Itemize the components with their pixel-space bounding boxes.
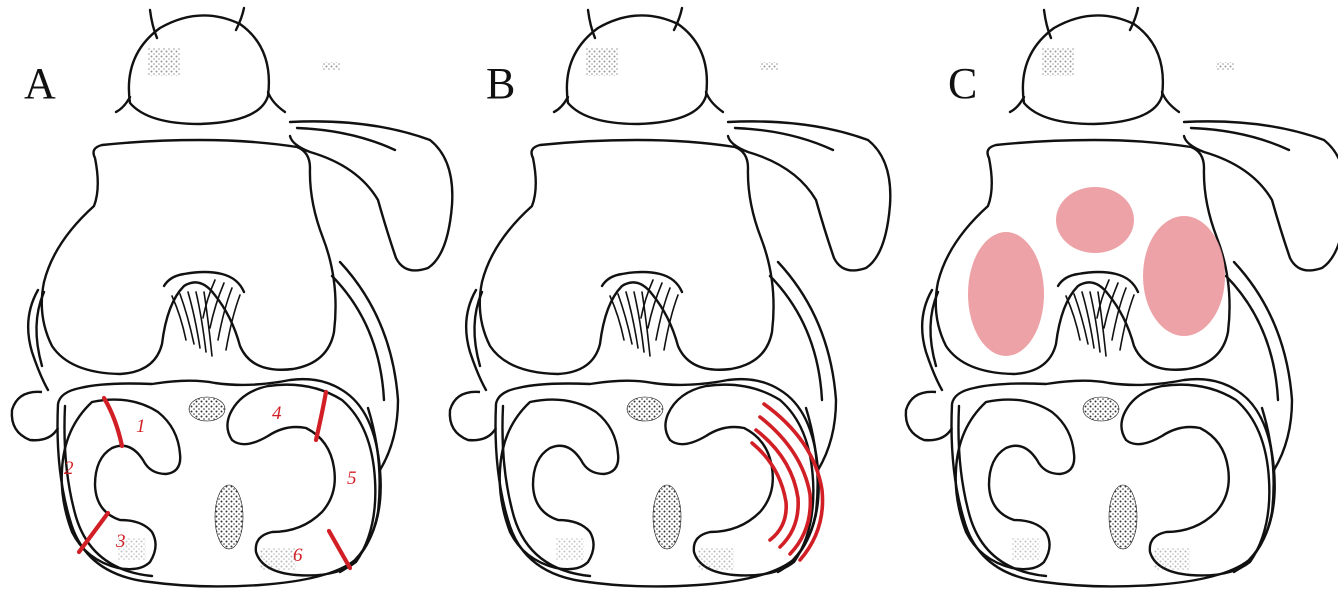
zone-boundary-1-2 (104, 398, 122, 446)
zone-label-2: 2 (64, 458, 74, 479)
zone-label-4: 4 (272, 403, 282, 424)
zone-boundary-4-5 (316, 392, 326, 440)
zone-label-6: 6 (293, 545, 303, 566)
contact-area-medial (968, 232, 1044, 356)
panel-letter-a: A (24, 59, 56, 108)
zone-label-3: 3 (115, 531, 126, 552)
panel-letter-c: C (948, 59, 977, 108)
contact-area-patellar (1056, 187, 1134, 253)
panel-letter-b: B (486, 59, 515, 108)
knee-drawing-a (12, 8, 453, 586)
panel-a: A 1 2 3 4 5 6 (12, 8, 453, 586)
panel-b: B (450, 8, 891, 586)
zone-label-5: 5 (347, 468, 357, 489)
zone-label-1: 1 (136, 416, 146, 437)
contact-area-lateral (1143, 216, 1225, 336)
panel-c: C (906, 8, 1338, 586)
zone-boundary-5-6 (329, 531, 350, 568)
